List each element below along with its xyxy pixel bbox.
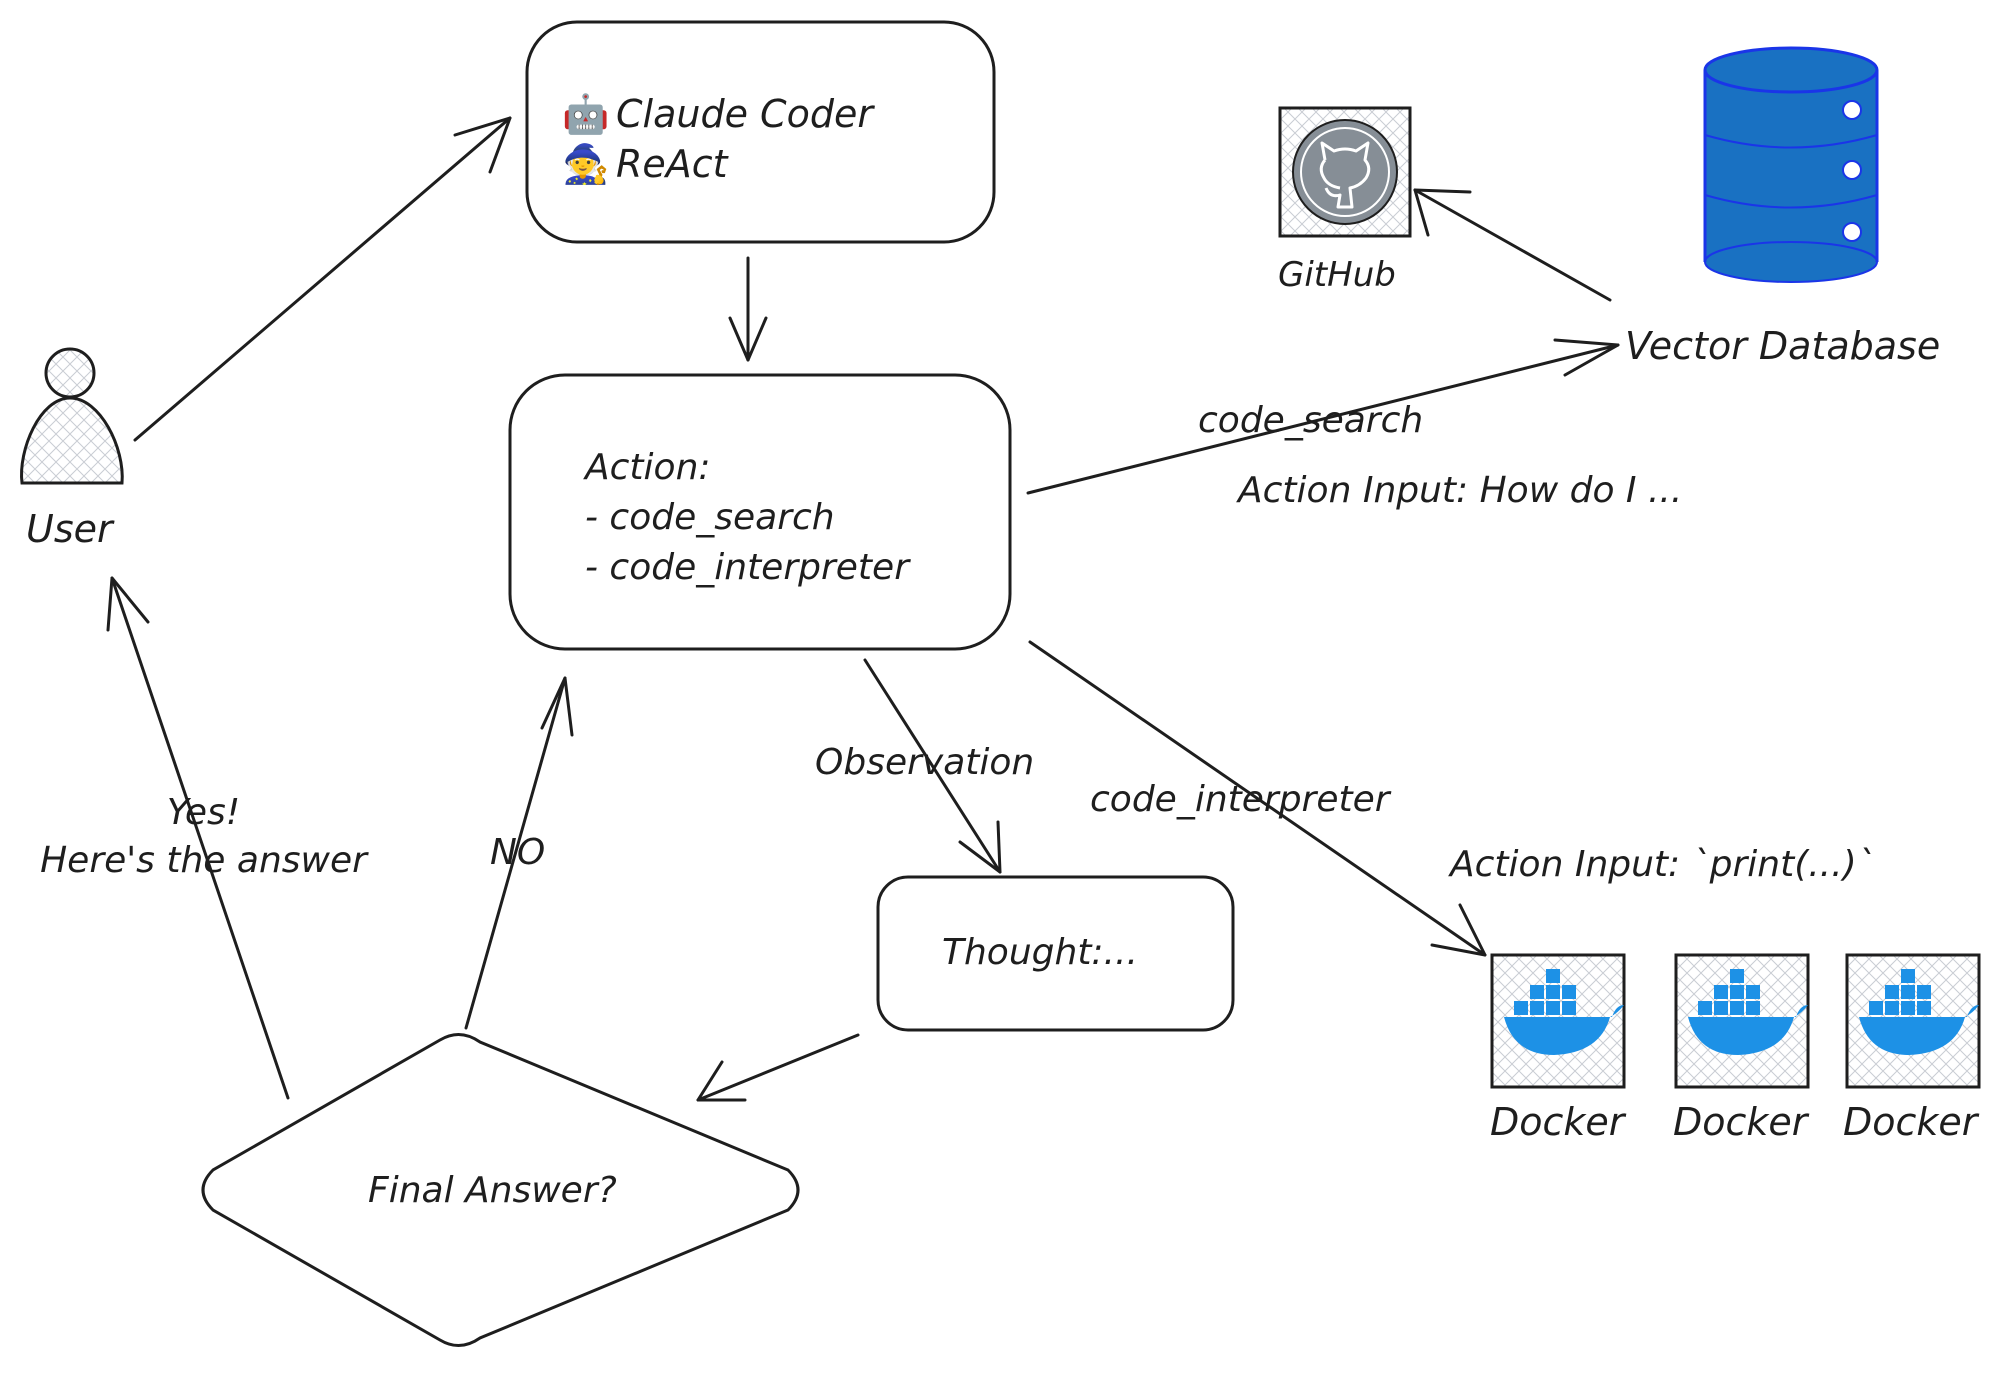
thought-box (876, 875, 1235, 1032)
edge-label-code-interpreter-input: Action Input: `print(...)` (1450, 844, 1875, 885)
docker-icon (1859, 969, 1979, 1055)
user-label: User (26, 507, 113, 551)
edge-label-code-interpreter: code_interpreter (1090, 779, 1390, 820)
agent-line-1: 🤖Claude Coder (562, 95, 873, 133)
action-box (508, 373, 1012, 651)
arrow-decision-to-action (464, 676, 574, 1030)
docker-icon (1688, 969, 1808, 1055)
docker-label-2: Docker (1673, 1100, 1808, 1144)
arrow-user-to-agent (133, 116, 512, 442)
docker-tile-1 (1490, 953, 1626, 1089)
arrow-action-to-vectordb (1026, 338, 1620, 495)
arrow-thought-to-decision (696, 1033, 860, 1102)
edge-label-code-search: code_search (1198, 400, 1424, 441)
arrow-decision-to-user (106, 576, 290, 1100)
edge-label-observation: Observation (815, 742, 1035, 783)
vector-db-label: Vector Database (1625, 324, 1941, 368)
arrow-action-to-thought (863, 658, 1002, 874)
docker-label-3: Docker (1843, 1100, 1978, 1144)
docker-tile-3 (1845, 953, 1981, 1089)
edge-label-yes: Yes! Here's the answer (26, 795, 381, 879)
docker-label-1: Docker (1490, 1100, 1625, 1144)
github-label: GitHub (1278, 255, 1396, 295)
agent-strategy: ReAct (616, 142, 728, 186)
arrow-action-to-docker (1028, 640, 1487, 957)
agent-name: Claude Coder (616, 92, 873, 136)
action-title: Action: (585, 447, 711, 488)
database-icon (1703, 46, 1879, 283)
arrow-agent-to-action (728, 256, 768, 362)
user-icon (20, 347, 124, 485)
agent-box (525, 20, 996, 244)
edge-label-yes-line2: Here's the answer (40, 840, 367, 881)
thought-label: Thought:... (942, 932, 1138, 973)
github-icon (1278, 106, 1412, 238)
wizard-icon: 🧙 (562, 142, 610, 186)
edge-label-yes-line1: Yes! (166, 792, 241, 833)
arrow-vectordb-to-github (1413, 188, 1612, 302)
robot-icon: 🤖 (562, 92, 610, 136)
docker-icon (1504, 969, 1624, 1055)
action-item-code-search: - code_search (585, 497, 835, 538)
decision-diamond (201, 1033, 800, 1347)
decision-label: Final Answer? (368, 1170, 617, 1211)
edge-label-code-search-input: Action Input: How do I ... (1238, 470, 1683, 511)
docker-tile-2 (1674, 953, 1810, 1089)
edge-label-no: NO (490, 832, 546, 873)
agent-line-2: 🧙ReAct (562, 145, 728, 183)
action-item-code-interpreter: - code_interpreter (585, 547, 909, 588)
